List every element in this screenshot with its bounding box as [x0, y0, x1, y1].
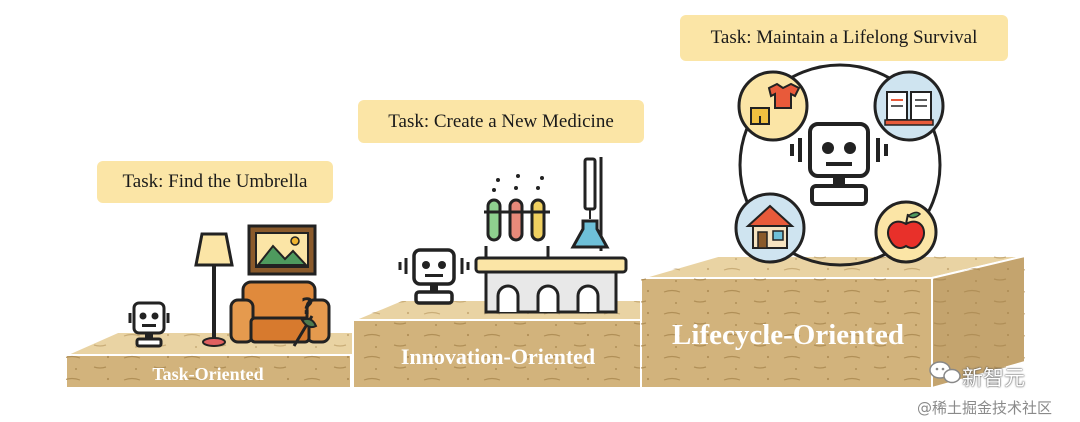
task-callout-3-text: Task: Maintain a Lifelong Survival	[710, 27, 978, 48]
step2-label: Innovation-Oriented	[401, 344, 595, 369]
umbrella-icon	[292, 315, 318, 347]
floor-lamp-icon	[194, 232, 234, 347]
apple-icon	[874, 200, 938, 264]
svg-text:?: ?	[301, 295, 314, 320]
sofa-icon	[229, 280, 331, 344]
picture-frame-icon	[247, 224, 317, 276]
step-lifecycle-oriented: Lifecycle-Oriented	[640, 254, 1026, 390]
task-callout-2: Task: Create a New Medicine	[358, 100, 644, 143]
house-icon	[734, 192, 806, 264]
robot-icon	[128, 301, 170, 348]
step1-label: Task-Oriented	[152, 364, 263, 384]
flask-icon	[570, 157, 610, 251]
task-callout-3: Task: Maintain a Lifelong Survival	[680, 15, 1008, 61]
clothes-icon	[737, 70, 809, 142]
robot-icon	[790, 122, 888, 206]
book-icon	[873, 70, 945, 142]
robot-icon	[398, 248, 470, 305]
step3-label: Lifecycle-Oriented	[672, 319, 904, 351]
wechat-logo-icon	[929, 361, 961, 384]
lifecycle-ring	[738, 63, 942, 267]
question-mark-icon: ?	[301, 295, 314, 320]
watermark-brand: 新智元	[962, 366, 1025, 390]
laboratory-bench-icon	[474, 246, 628, 314]
task-callout-1-text: Task: Find the Umbrella	[122, 171, 308, 192]
task-callout-1: Task: Find the Umbrella	[97, 161, 333, 203]
test-tubes-icon	[484, 174, 550, 242]
task-callout-2-text: Task: Create a New Medicine	[388, 110, 614, 132]
watermark-site: @稀土掘金技术社区	[917, 399, 1053, 417]
